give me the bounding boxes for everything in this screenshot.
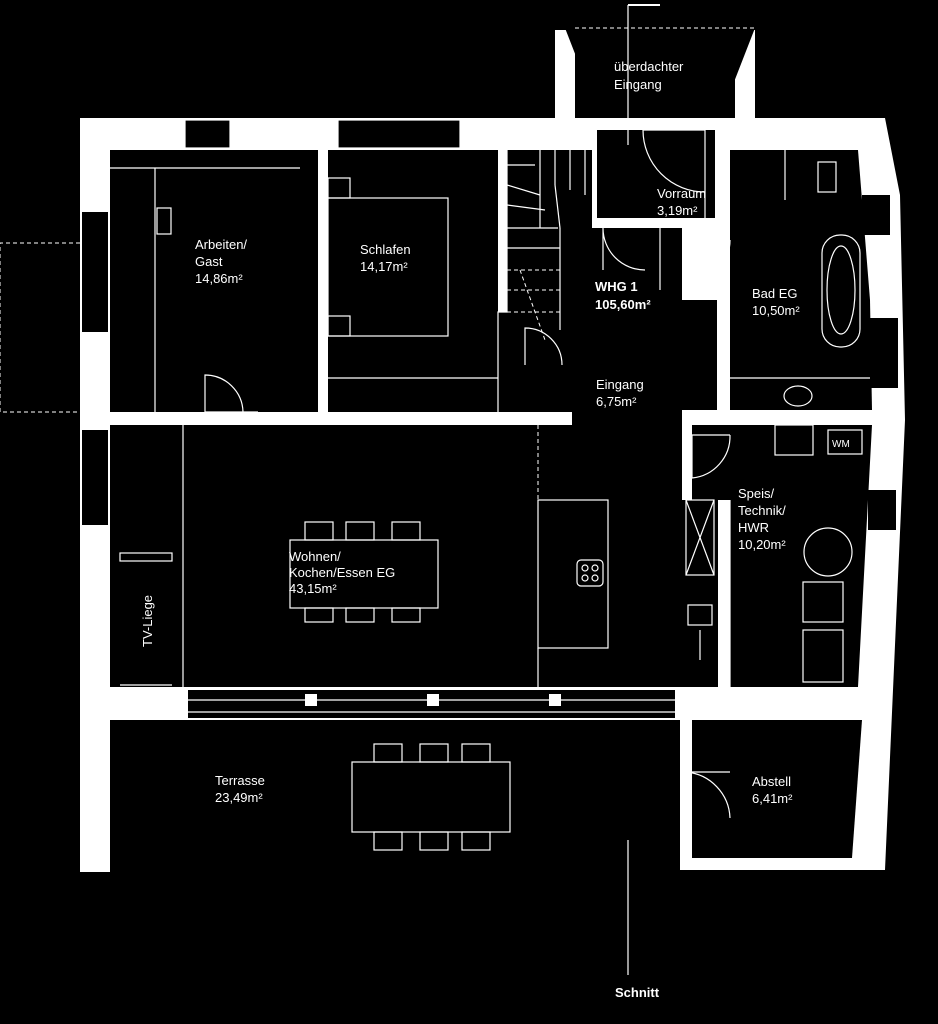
label-covered-entry-2: Eingang: [614, 77, 662, 92]
label-schlafen-area: 14,17m²: [360, 259, 408, 274]
label-abstell: Abstell: [752, 774, 791, 789]
windows: [82, 119, 898, 530]
label-bad: Bad EG: [752, 286, 798, 301]
label-whg-area: 105,60m²: [595, 297, 651, 312]
label-schnitt: Schnitt: [615, 985, 660, 1000]
label-abstell-area: 6,41m²: [752, 791, 793, 806]
label-speis-area: 10,20m²: [738, 537, 786, 552]
label-wm: WM: [832, 439, 850, 450]
interior-details: [110, 129, 870, 851]
label-vorraum-area: 3,19m²: [657, 203, 698, 218]
label-speis-3: HWR: [738, 520, 769, 535]
label-arbeiten-1: Arbeiten/: [195, 237, 247, 252]
label-schlafen: Schlafen: [360, 242, 411, 257]
label-tv-liege: TV-Liege: [140, 595, 155, 647]
section-line: [627, 4, 660, 975]
room-labels: überdachter Eingang Vorraum 3,19m² Arbei…: [140, 59, 850, 1000]
label-wohnen-1: Wohnen/: [289, 549, 341, 564]
label-speis-2: Technik/: [738, 503, 786, 518]
label-wohnen-area: 43,15m²: [289, 581, 337, 596]
label-bad-area: 10,50m²: [752, 303, 800, 318]
label-covered-entry-1: überdachter: [614, 59, 684, 74]
label-eingang-area: 6,75m²: [596, 394, 637, 409]
label-terrasse: Terrasse: [215, 773, 265, 788]
label-whg: WHG 1: [595, 279, 638, 294]
label-vorraum: Vorraum: [657, 186, 706, 201]
label-arbeiten-area: 14,86m²: [195, 271, 243, 286]
label-speis-1: Speis/: [738, 486, 775, 501]
outdoor-outline: [0, 242, 80, 413]
rooms-fill: [110, 28, 872, 870]
label-eingang: Eingang: [596, 377, 644, 392]
label-terrasse-area: 23,49m²: [215, 790, 263, 805]
label-arbeiten-2: Gast: [195, 254, 223, 269]
label-wohnen-2: Kochen/Essen EG: [289, 565, 395, 580]
